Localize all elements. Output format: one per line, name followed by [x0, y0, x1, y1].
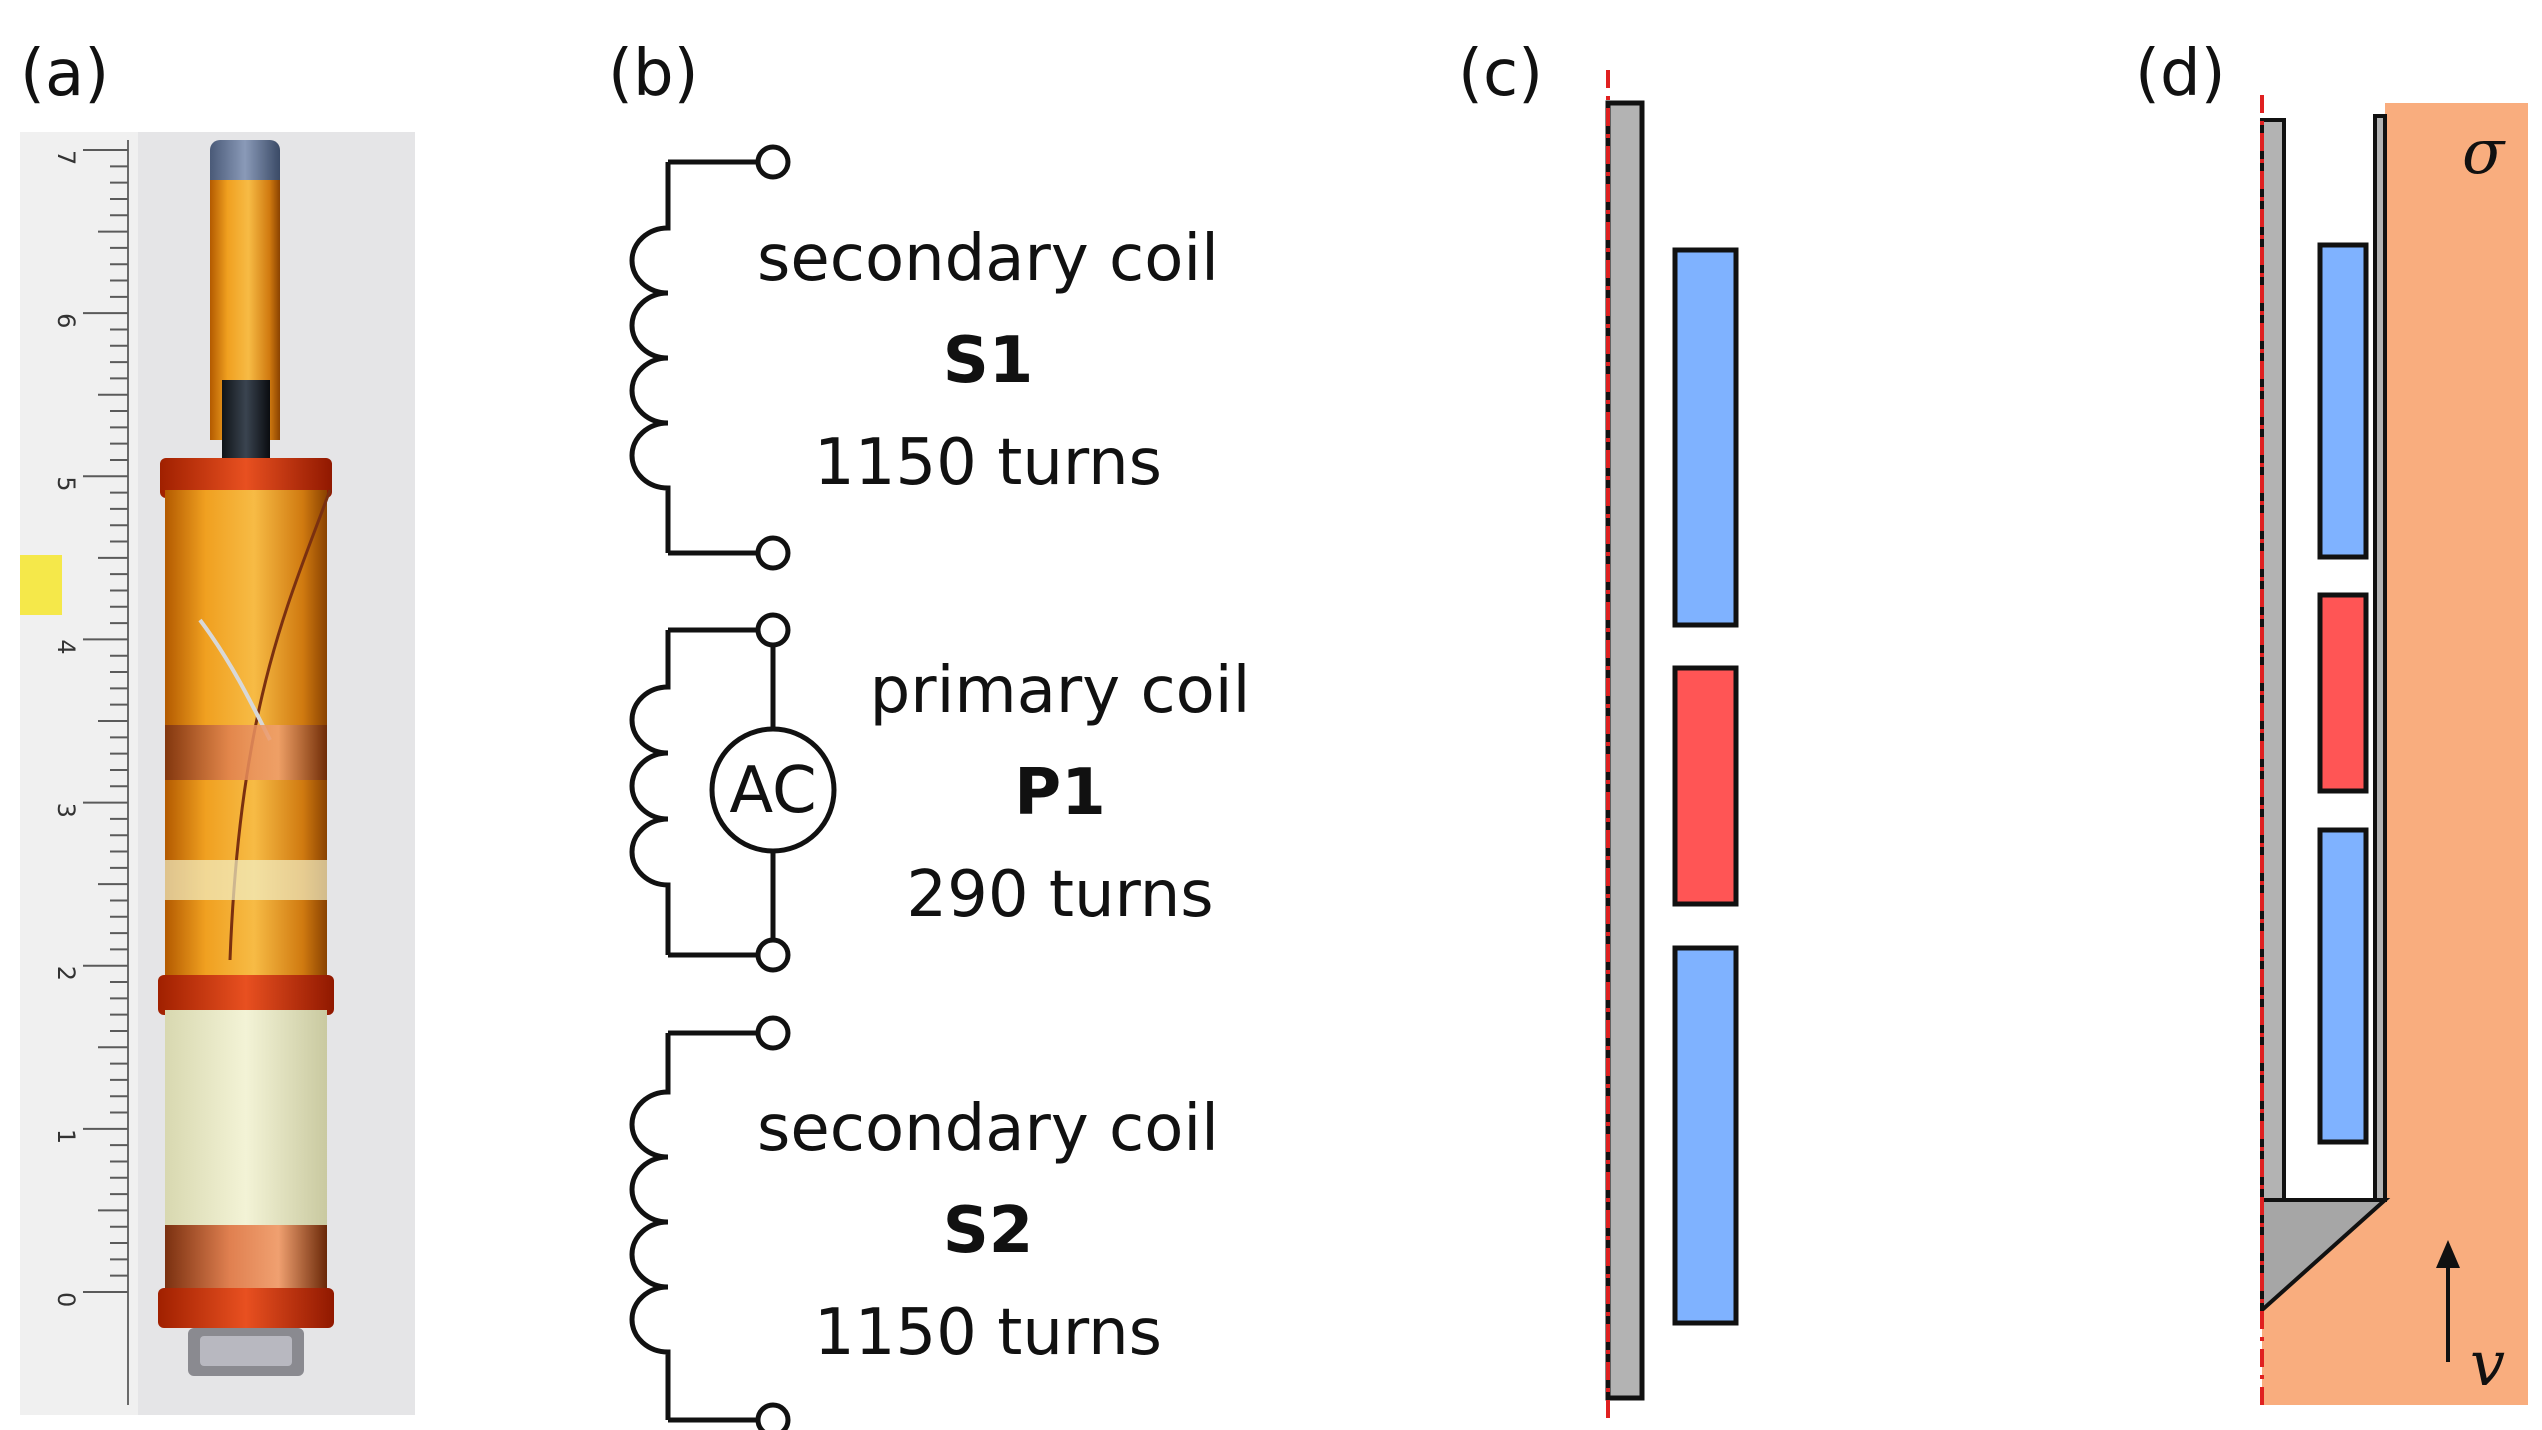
secondary-coil-s2-symbol — [629, 1015, 791, 1430]
ruler: 7 6 5 4 3 2 1 0 — [20, 132, 138, 1415]
ruler-number: 5 — [52, 476, 80, 491]
cross-section-empty — [1605, 70, 1739, 1425]
secondary-coil-s1-symbol — [629, 144, 791, 571]
velocity-symbol: v — [2470, 1327, 2505, 1400]
tube-wall-c — [1605, 100, 1645, 1401]
ruler-number: 4 — [52, 639, 80, 654]
circuit-diagram — [629, 144, 837, 1430]
panel-label-a: (a) — [20, 37, 109, 111]
terminal-s1-bottom — [755, 535, 791, 571]
primary-coil-p1-block-d — [2317, 592, 2369, 794]
primary-coil-p1-symbol — [629, 612, 837, 973]
panel-label-d: (d) — [2135, 37, 2226, 111]
primary-coil-p1-block-c — [1672, 665, 1739, 907]
ruler-number: 3 — [52, 803, 80, 818]
secondary-coil-s1-block-d — [2317, 242, 2369, 560]
conductivity-symbol: σ — [2462, 115, 2506, 188]
tube-tip-d — [2260, 1198, 2391, 1315]
s2-id: S2 — [943, 1194, 1034, 1268]
secondary-coil-s2-block-c — [1672, 945, 1739, 1326]
terminal-p1-top — [755, 612, 791, 648]
ruler-numbers: 7 6 5 4 3 2 1 0 — [52, 150, 80, 1307]
terminal-s1-top — [755, 144, 791, 180]
p1-id: P1 — [1014, 756, 1105, 830]
ruler-number: 0 — [52, 1292, 80, 1307]
terminal-s2-top — [755, 1015, 791, 1051]
ac-source-symbol — [709, 726, 837, 854]
p1-name: primary coil — [870, 654, 1251, 728]
s2-name: secondary coil — [757, 1092, 1219, 1166]
ruler-number: 6 — [52, 313, 80, 328]
ruler-number: 1 — [52, 1129, 80, 1144]
panel-label-b: (b) — [608, 37, 699, 111]
secondary-coil-s2-block-d — [2317, 827, 2369, 1145]
p1-turns: 290 turns — [906, 858, 1213, 932]
ac-source-label: AC — [729, 754, 816, 828]
s1-turns: 1150 turns — [814, 426, 1162, 500]
secondary-coil-s1-block-c — [1672, 247, 1739, 628]
s1-id: S1 — [943, 324, 1034, 398]
panel-label-c: (c) — [1458, 37, 1543, 111]
terminal-s2-bottom — [755, 1402, 791, 1430]
conducting-medium — [2262, 103, 2528, 1405]
s1-name: secondary coil — [757, 222, 1219, 296]
terminal-p1-bottom — [755, 937, 791, 973]
s2-turns: 1150 turns — [814, 1296, 1162, 1370]
cross-section-conductor — [2260, 95, 2528, 1405]
ruler-number: 2 — [52, 966, 80, 981]
probe-photo: 7 6 5 4 3 2 1 0 — [20, 132, 415, 1415]
tube-inner-wall-d — [2260, 118, 2286, 1202]
ruler-number: 7 — [52, 150, 80, 165]
tube-outer-wall-d — [2373, 114, 2387, 1202]
probe-body — [158, 140, 334, 1376]
